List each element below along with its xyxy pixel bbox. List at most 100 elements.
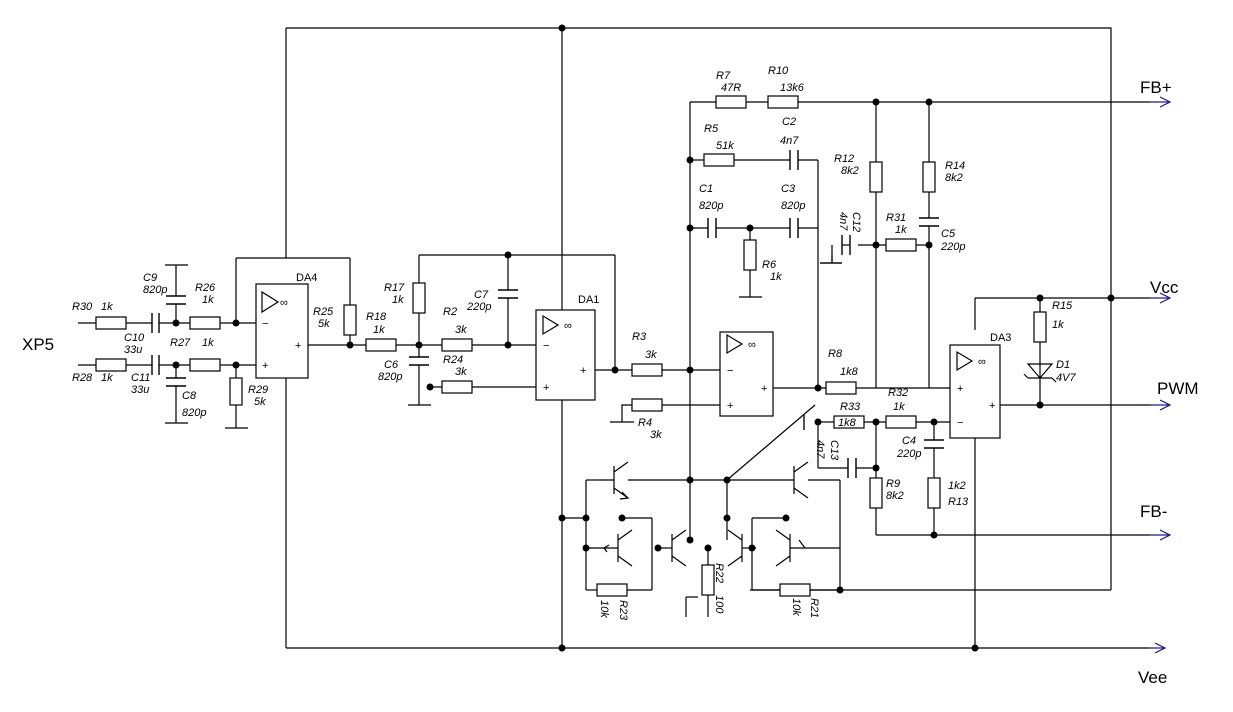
r4-resistor: [631, 398, 663, 412]
d1-zener-diode: [1023, 363, 1057, 383]
c10-label: C10: [124, 332, 145, 344]
c13-label: C13: [828, 440, 840, 461]
r9-value: 8k2: [886, 490, 904, 502]
r18-resistor: [365, 338, 397, 352]
opamp-da3: [949, 344, 1001, 439]
xp5-label: XP5: [22, 335, 54, 354]
c5-capacitor: [919, 217, 939, 227]
r6-value: 1k: [770, 271, 782, 283]
middle-wires: [595, 102, 1041, 535]
r29-label: R29: [248, 384, 268, 396]
c12-value: 4n7: [837, 212, 849, 231]
r23-value: 10k: [598, 600, 610, 618]
c5-value: 220p: [940, 241, 965, 253]
vcc-label: Vcc: [1150, 278, 1179, 297]
c6-value: 820p: [378, 371, 402, 383]
r28-resistor: [95, 358, 127, 372]
c12-label: C12: [850, 212, 862, 232]
r4-label: R4: [638, 417, 652, 429]
da2-minus: −: [727, 365, 733, 377]
c4-capacitor: [924, 439, 944, 449]
c13-capacitor: [847, 458, 857, 478]
c5-label: C5: [941, 228, 956, 240]
r9-label: R9: [886, 478, 900, 490]
r25-resistor: [343, 304, 357, 336]
opamp-da1: [535, 309, 596, 401]
r30-value: 1k: [101, 301, 113, 313]
r5-resistor: [703, 153, 735, 167]
da3-plus: +: [957, 383, 963, 395]
r12-value: 8k2: [841, 165, 859, 177]
r23-label: R23: [617, 600, 629, 621]
r2-value: 3k: [455, 324, 467, 336]
r13-label: R13: [948, 496, 969, 508]
fb-plus-label: FB+: [1140, 78, 1172, 97]
r5-label: R5: [704, 123, 719, 135]
da2-inf: ∞: [748, 339, 756, 351]
r3-resistor: [631, 363, 663, 377]
r5-value: 51k: [716, 140, 734, 152]
c3-capacitor: [789, 218, 799, 238]
r30-resistor: [95, 316, 127, 330]
da1-inf: ∞: [564, 320, 572, 332]
da3-minus: −: [957, 417, 963, 429]
c11-value: 33u: [131, 384, 149, 396]
r9-resistor: [869, 477, 883, 509]
r21-value: 10k: [790, 598, 802, 616]
wires: [285, 27, 1150, 649]
r10-value: 13k6: [780, 82, 805, 94]
c9-label: C9: [143, 272, 157, 284]
r4-value: 3k: [650, 429, 662, 441]
c9-value: 820p: [143, 284, 167, 296]
c7-label: C7: [474, 289, 489, 301]
pwm-label: PWM: [1157, 379, 1199, 398]
opamp-labels: DA4 DA1 DA3 ∞ ∞ ∞ ∞ − + + − + + − + + + …: [262, 272, 1011, 429]
r10-label: R10: [768, 65, 789, 77]
d1-value: 4V7: [1056, 372, 1076, 384]
r3-label: R3: [632, 331, 647, 343]
r14-resistor: [922, 161, 936, 193]
c7-value: 220p: [466, 301, 491, 313]
r24-value: 3k: [455, 366, 467, 378]
da3-out: +: [989, 400, 995, 412]
r22-label: R22: [713, 563, 725, 583]
r21-resistor: [779, 583, 811, 597]
r2-label: R2: [443, 306, 457, 318]
c11-label: C11: [131, 372, 150, 384]
r6-resistor: [743, 239, 757, 271]
r33-label: R33: [840, 401, 861, 413]
da3-label: DA3: [990, 332, 1011, 344]
r30-label: R30: [72, 301, 93, 313]
r14-label: R14: [945, 160, 965, 172]
r28-label: R28: [72, 372, 93, 384]
c3-label: C3: [781, 183, 796, 195]
r26-label: R26: [195, 282, 216, 294]
c11-capacitor: [151, 355, 160, 375]
r22-resistor: [701, 564, 715, 596]
capacitors: [151, 150, 944, 478]
r27-value: 1k: [202, 337, 214, 349]
r12-resistor: [869, 161, 883, 193]
r14-value: 8k2: [945, 172, 963, 184]
r15-resistor: [1033, 311, 1047, 343]
r33-value: 1k8: [838, 417, 857, 429]
r24-label: R24: [443, 354, 463, 366]
transistors: [600, 461, 809, 567]
r31-resistor: [885, 238, 917, 252]
da4-inf: ∞: [280, 297, 288, 309]
component-labels: R30 1k R28 1k C10 33u C11 33u C9 820p C8…: [72, 65, 1076, 621]
r32-resistor: [885, 415, 917, 429]
opamp-da4: [255, 283, 309, 379]
r31-value: 1k: [895, 224, 907, 236]
r17-value: 1k: [392, 294, 404, 306]
c2-capacitor: [789, 150, 799, 170]
r24-resistor: [441, 380, 473, 394]
c13-value: 4n7: [814, 440, 826, 459]
r26-value: 1k: [202, 294, 214, 306]
resistors: [95, 95, 1047, 597]
c3-value: 820p: [781, 200, 805, 212]
da1-plus: +: [543, 382, 549, 394]
r2-resistor: [441, 338, 473, 352]
c6-label: C6: [384, 359, 399, 371]
r17-resistor: [412, 282, 426, 314]
